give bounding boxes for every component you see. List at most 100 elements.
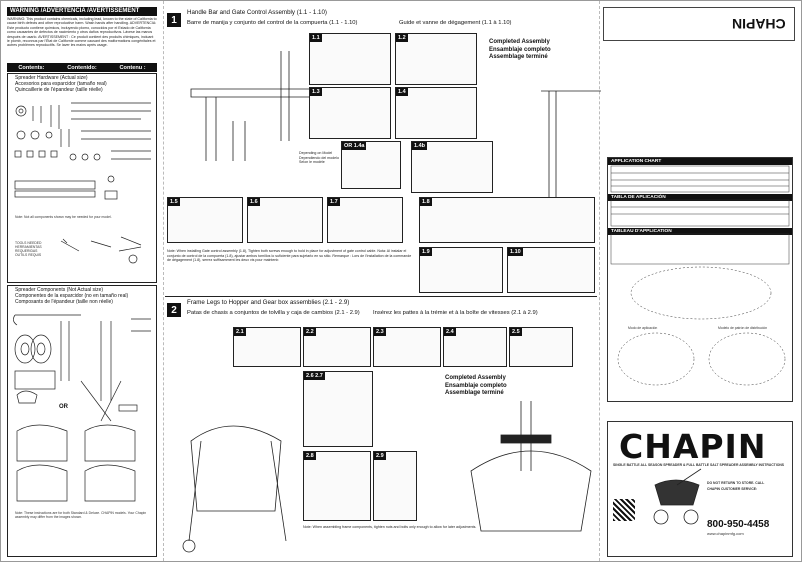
contents-label-fr: Contenu : bbox=[119, 64, 146, 71]
panel-label: 1.10 bbox=[508, 248, 523, 256]
panel-2-5: 2.5 bbox=[509, 327, 573, 367]
panel-label: 1.7 bbox=[328, 198, 340, 206]
contents-label-en: Contents: bbox=[18, 64, 45, 71]
brand-tagline: SINGLE BATTLE ALL SEASON SPREADER & FULL… bbox=[613, 463, 785, 467]
step-divider bbox=[165, 296, 597, 297]
hardware-title: Spreader Hardware (Actual size) Accesori… bbox=[15, 75, 107, 93]
hardware-title-es: Accesorios para esparcidor (tamaño real) bbox=[15, 81, 107, 87]
step-2-subtitle-fr: Insérez les pattes à la trémie et à la b… bbox=[373, 310, 538, 316]
step-1-note: Note: When installing Gate control assem… bbox=[167, 249, 412, 263]
step-2-subtitle-es: Patas de chasis a conjuntos de tolvilla … bbox=[187, 310, 360, 316]
panel-label: 2.8 bbox=[304, 452, 316, 460]
panel-label: 2.9 bbox=[374, 452, 386, 460]
panel-1-9: 1.9 bbox=[419, 247, 503, 293]
or-label: OR bbox=[59, 404, 68, 410]
panel-label: 1.4b bbox=[412, 142, 428, 150]
qr-code bbox=[613, 499, 635, 521]
completed-en: Completed Assembly bbox=[489, 39, 550, 45]
panel-label: 2.3 bbox=[374, 328, 386, 336]
warning-header: WARNING /ADVERTENCIA /AVERTISSEMENT bbox=[7, 7, 157, 16]
application-chart-box: APPLICATION CHART TABLA DE APLICACIÓN TA… bbox=[607, 157, 793, 402]
panel-label: 2.6 2.7 bbox=[304, 372, 325, 380]
warning-text: WARNING: This product contains chemicals… bbox=[7, 17, 157, 48]
step-2-completed: Completed Assembly Ensamblaje completo A… bbox=[445, 375, 507, 398]
step-2-note: Note: When assembling frame components, … bbox=[303, 525, 477, 529]
step-2-title: Frame Legs to Hopper and Gear box assemb… bbox=[187, 299, 350, 306]
panel-label: 2.5 bbox=[510, 328, 522, 336]
tableau-header: TABLEAU D'APPLICATION bbox=[608, 228, 792, 235]
not-return: DO NOT RETURN TO STORE. CALL bbox=[707, 481, 765, 485]
panel-1-1: 1.1 bbox=[309, 33, 391, 85]
panel-1-2: 1.2 bbox=[395, 33, 477, 85]
panel-label: 1.5 bbox=[168, 198, 180, 206]
panel-2-2: 2.2 bbox=[303, 327, 371, 367]
completed-fr: Assemblage terminé bbox=[489, 54, 548, 60]
components-title-es: Componentes de la esparcidor (no en tama… bbox=[15, 293, 129, 299]
customer-service: CHAPIN CUSTOMER SERVICE: bbox=[707, 487, 758, 491]
panel-1-10: 1.10 bbox=[507, 247, 595, 293]
panel-2-8: 2.8 bbox=[303, 451, 371, 521]
upside-down-cover: CHAPIN bbox=[603, 7, 795, 41]
panel-2-4: 2.4 bbox=[443, 327, 507, 367]
tabla-header: TABLA DE APLICACIÓN bbox=[608, 194, 792, 201]
panel-1-5: 1.5 bbox=[167, 197, 243, 243]
panel-1-4b: 1.4b bbox=[411, 141, 493, 193]
components-note: Note: These instructions are for both St… bbox=[15, 511, 147, 519]
website: www.chapinmfg.com bbox=[707, 531, 744, 536]
brand-box bbox=[607, 421, 793, 557]
components-title-en: Spreader Components (Not Actual size) bbox=[15, 287, 104, 293]
components-title: Spreader Components (Not Actual size) Co… bbox=[15, 287, 128, 305]
panel-1-7: 1.7 bbox=[327, 197, 403, 243]
completed-es: Ensamblaje completo bbox=[489, 46, 551, 53]
panel-1-6: 1.6 bbox=[247, 197, 323, 243]
hardware-title-fr: Quincaillerie de l'épandeur (taille réel… bbox=[15, 87, 103, 93]
panel-1-4: 1.4 bbox=[395, 87, 477, 139]
chapin-logo: CHAPIN bbox=[619, 427, 767, 466]
contents-bar: Contents: Contenido: Contenu : bbox=[7, 63, 157, 72]
panel-label: 2.2 bbox=[304, 328, 316, 336]
contents-label-es: Contenido: bbox=[67, 64, 97, 71]
panel-2-1: 2.1 bbox=[233, 327, 301, 367]
panel-label: OR 1.4a bbox=[342, 142, 367, 150]
components-box bbox=[7, 285, 157, 557]
panel-1-8: 1.8 bbox=[419, 197, 595, 243]
panel-label: 1.6 bbox=[248, 198, 260, 206]
panel-label: 1.2 bbox=[396, 34, 408, 42]
panel-label: 1.4 bbox=[396, 88, 408, 96]
step-1-badge: 1 bbox=[167, 13, 181, 27]
model-note: Depending on Model Dependiendo del model… bbox=[299, 151, 339, 165]
fold-line bbox=[599, 1, 600, 561]
panel-2-6-2-7: 2.6 2.7 bbox=[303, 371, 373, 447]
panel-label: 1.8 bbox=[420, 198, 432, 206]
completed-en: Completed Assembly bbox=[445, 375, 506, 381]
panel-1-4a: OR 1.4a bbox=[341, 141, 401, 189]
panel-label: 1.3 bbox=[310, 88, 322, 96]
panel-2-3: 2.3 bbox=[373, 327, 441, 367]
hardware-title-en: Spreader Hardware (Actual size) bbox=[15, 75, 88, 81]
pattern-label-1: Modo de aplicación bbox=[628, 326, 658, 330]
step-1-title: Handle Bar and Gate Control Assembly (1.… bbox=[187, 9, 327, 16]
panel-label: 2.1 bbox=[234, 328, 246, 336]
step-1-completed: Completed Assembly Ensamblaje completo A… bbox=[489, 39, 551, 62]
application-chart-header: APPLICATION CHART bbox=[608, 158, 792, 165]
hardware-note: Note: Not all components shown may be ne… bbox=[15, 215, 112, 219]
panel-label: 1.9 bbox=[420, 248, 432, 256]
panel-2-9: 2.9 bbox=[373, 451, 417, 521]
fold-line bbox=[163, 1, 164, 561]
phone-number: 800-950-4458 bbox=[707, 519, 770, 530]
step-2-badge: 2 bbox=[167, 303, 181, 317]
completed-es: Ensamblaje completo bbox=[445, 382, 507, 389]
tools-label: TOOLS NEEDED HERRAMIENTAS REQUERIDAS OUT… bbox=[15, 241, 42, 257]
hardware-box bbox=[7, 73, 157, 283]
completed-fr: Assemblage terminé bbox=[445, 390, 504, 396]
step-1-subtitle-es: Barre de manija y conjunto del control d… bbox=[187, 20, 358, 26]
pattern-label-2: Modelo de patrón de distribución bbox=[718, 326, 768, 330]
panel-1-3: 1.3 bbox=[309, 87, 391, 139]
step-1-subtitle-fr: Guide et vanne de dégagement (1.1 à 1.10… bbox=[399, 20, 512, 26]
panel-label: 2.4 bbox=[444, 328, 456, 336]
